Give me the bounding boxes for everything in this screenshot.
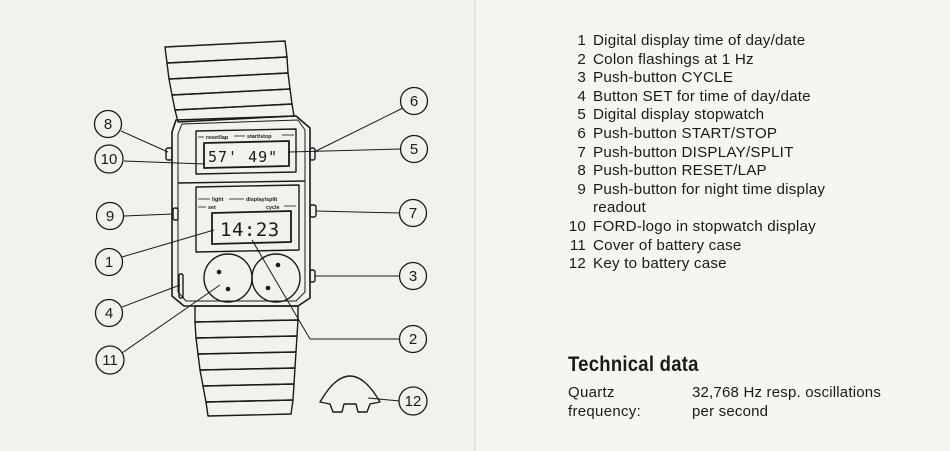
legend-item: 8 Push-button RESET/LAP: [560, 162, 930, 181]
parts-legend: 1 Digital display time of day/date 2 Colon…: [560, 32, 930, 274]
callout-3: 3: [398, 261, 428, 291]
legend-number: 8: [577, 162, 586, 180]
svg-text:5: 5: [410, 141, 418, 158]
set-label: set: [208, 205, 216, 211]
legend-text: Push-button CYCLE: [593, 69, 734, 87]
legend-number: 9: [577, 180, 586, 198]
start-stop-label: start/stop: [247, 134, 272, 140]
lower-lcd-digits: 14:23: [220, 219, 280, 241]
legend-item: 3 Push-button CYCLE: [560, 69, 930, 88]
legend-text: FORD-logo in stopwatch display: [593, 217, 816, 235]
technical-data-heading: Technical data: [568, 353, 699, 376]
svg-text:10: 10: [101, 151, 118, 168]
legend-item: 5 Digital display stopwatch: [560, 106, 930, 125]
legend-text: Digital display time of day/date: [593, 32, 806, 49]
legend-item: 9 Push-button for night time display: [560, 181, 930, 200]
callout-12: 12: [398, 386, 428, 416]
legend-number: 3: [577, 69, 586, 87]
legend-text: Key to battery case: [593, 255, 727, 273]
svg-text:1: 1: [105, 254, 113, 271]
callout-9: 9: [95, 201, 125, 231]
legend-number: 5: [577, 106, 586, 124]
upper-bracelet: [164, 40, 295, 123]
technical-value: 32,768 Hz resp. oscillations per second: [692, 383, 932, 421]
legend-text: Push-button START/STOP: [593, 124, 778, 142]
legend-text: Cover of battery case: [593, 236, 742, 254]
svg-text:8: 8: [104, 116, 112, 133]
legend-item: 10 FORD-logo in stopwatch display: [560, 218, 930, 237]
legend-item: 6 Push-button START/STOP: [560, 125, 930, 144]
callout-11: 11: [95, 345, 125, 375]
legend-text: Button SET for time of day/date: [593, 87, 811, 105]
legend-item: 12 Key to battery case: [560, 255, 930, 274]
svg-text:9: 9: [106, 208, 114, 225]
technical-label: Quartz frequency:: [568, 383, 688, 421]
right-page: [475, 0, 950, 451]
callout-4: 4: [94, 298, 124, 328]
callout-6: 6: [399, 86, 429, 116]
callout-7: 7: [398, 198, 428, 228]
svg-text:2: 2: [409, 331, 417, 348]
legend-number: 10: [568, 217, 586, 235]
page-spine: [474, 0, 476, 451]
callout-8: 8: [93, 109, 123, 139]
svg-text:11: 11: [102, 352, 118, 369]
legend-number: 2: [577, 50, 586, 68]
legend-number: 11: [569, 236, 586, 254]
legend-number: 4: [577, 87, 586, 105]
legend-item: 1 Digital display time of day/date: [560, 32, 930, 51]
callout-1: 1: [94, 247, 124, 277]
technical-value-line2: per second: [692, 403, 769, 420]
callout-10: 10: [94, 144, 124, 174]
svg-text:7: 7: [409, 205, 417, 222]
legend-number: [560, 199, 593, 218]
callout-2: 2: [398, 324, 428, 354]
battery-covers: [203, 253, 301, 303]
lower-panel: [195, 184, 300, 253]
svg-text:6: 6: [410, 93, 418, 110]
legend-text: readout: [593, 199, 646, 217]
legend-item: 7 Push-button DISPLAY/SPLIT: [560, 144, 930, 163]
technical-label-line2: frequency:: [568, 403, 642, 420]
legend-item: 4 Button SET for time of day/date: [560, 88, 930, 107]
display-split-label: display/split: [246, 197, 277, 203]
upper-lcd-digits: 57' 49": [208, 148, 278, 166]
legend-item: readout: [560, 199, 930, 218]
light-label: light: [212, 197, 224, 203]
legend-number: 1: [577, 32, 586, 49]
cycle-label: cycle: [266, 205, 280, 211]
battery-key-drawing: [319, 375, 381, 413]
lower-bracelet: [194, 305, 299, 417]
legend-number: 7: [577, 143, 586, 161]
callout-5: 5: [399, 134, 429, 164]
legend-number: 6: [577, 124, 586, 142]
svg-text:4: 4: [105, 305, 113, 322]
legend-text: Digital display stopwatch: [593, 106, 765, 124]
legend-text: Push-button RESET/LAP: [593, 162, 767, 180]
technical-label-line1: Quartz: [568, 384, 615, 401]
legend-text: Colon flashings at 1 Hz: [593, 50, 754, 68]
svg-text:3: 3: [409, 268, 417, 285]
legend-text: Push-button for night time display: [593, 180, 826, 198]
svg-text:12: 12: [405, 393, 422, 410]
reset-lap-label: reset/lap: [206, 135, 229, 141]
legend-text: Push-button DISPLAY/SPLIT: [593, 143, 794, 161]
leader-lines: [120, 107, 404, 402]
upper-panel: [195, 128, 297, 175]
legend-item: 11 Cover of battery case: [560, 237, 930, 256]
legend-number: 12: [568, 255, 586, 273]
legend-item: 2 Colon flashings at 1 Hz: [560, 51, 930, 70]
watch-diagram: 57' 49" 14:23 reset/lap start/stop light…: [93, 40, 429, 417]
technical-value-line1: 32,768 Hz resp. oscillations: [692, 384, 882, 401]
callout-markers: 1 2 3 4 5 6 7 8 9 10 11 12: [93, 86, 429, 416]
